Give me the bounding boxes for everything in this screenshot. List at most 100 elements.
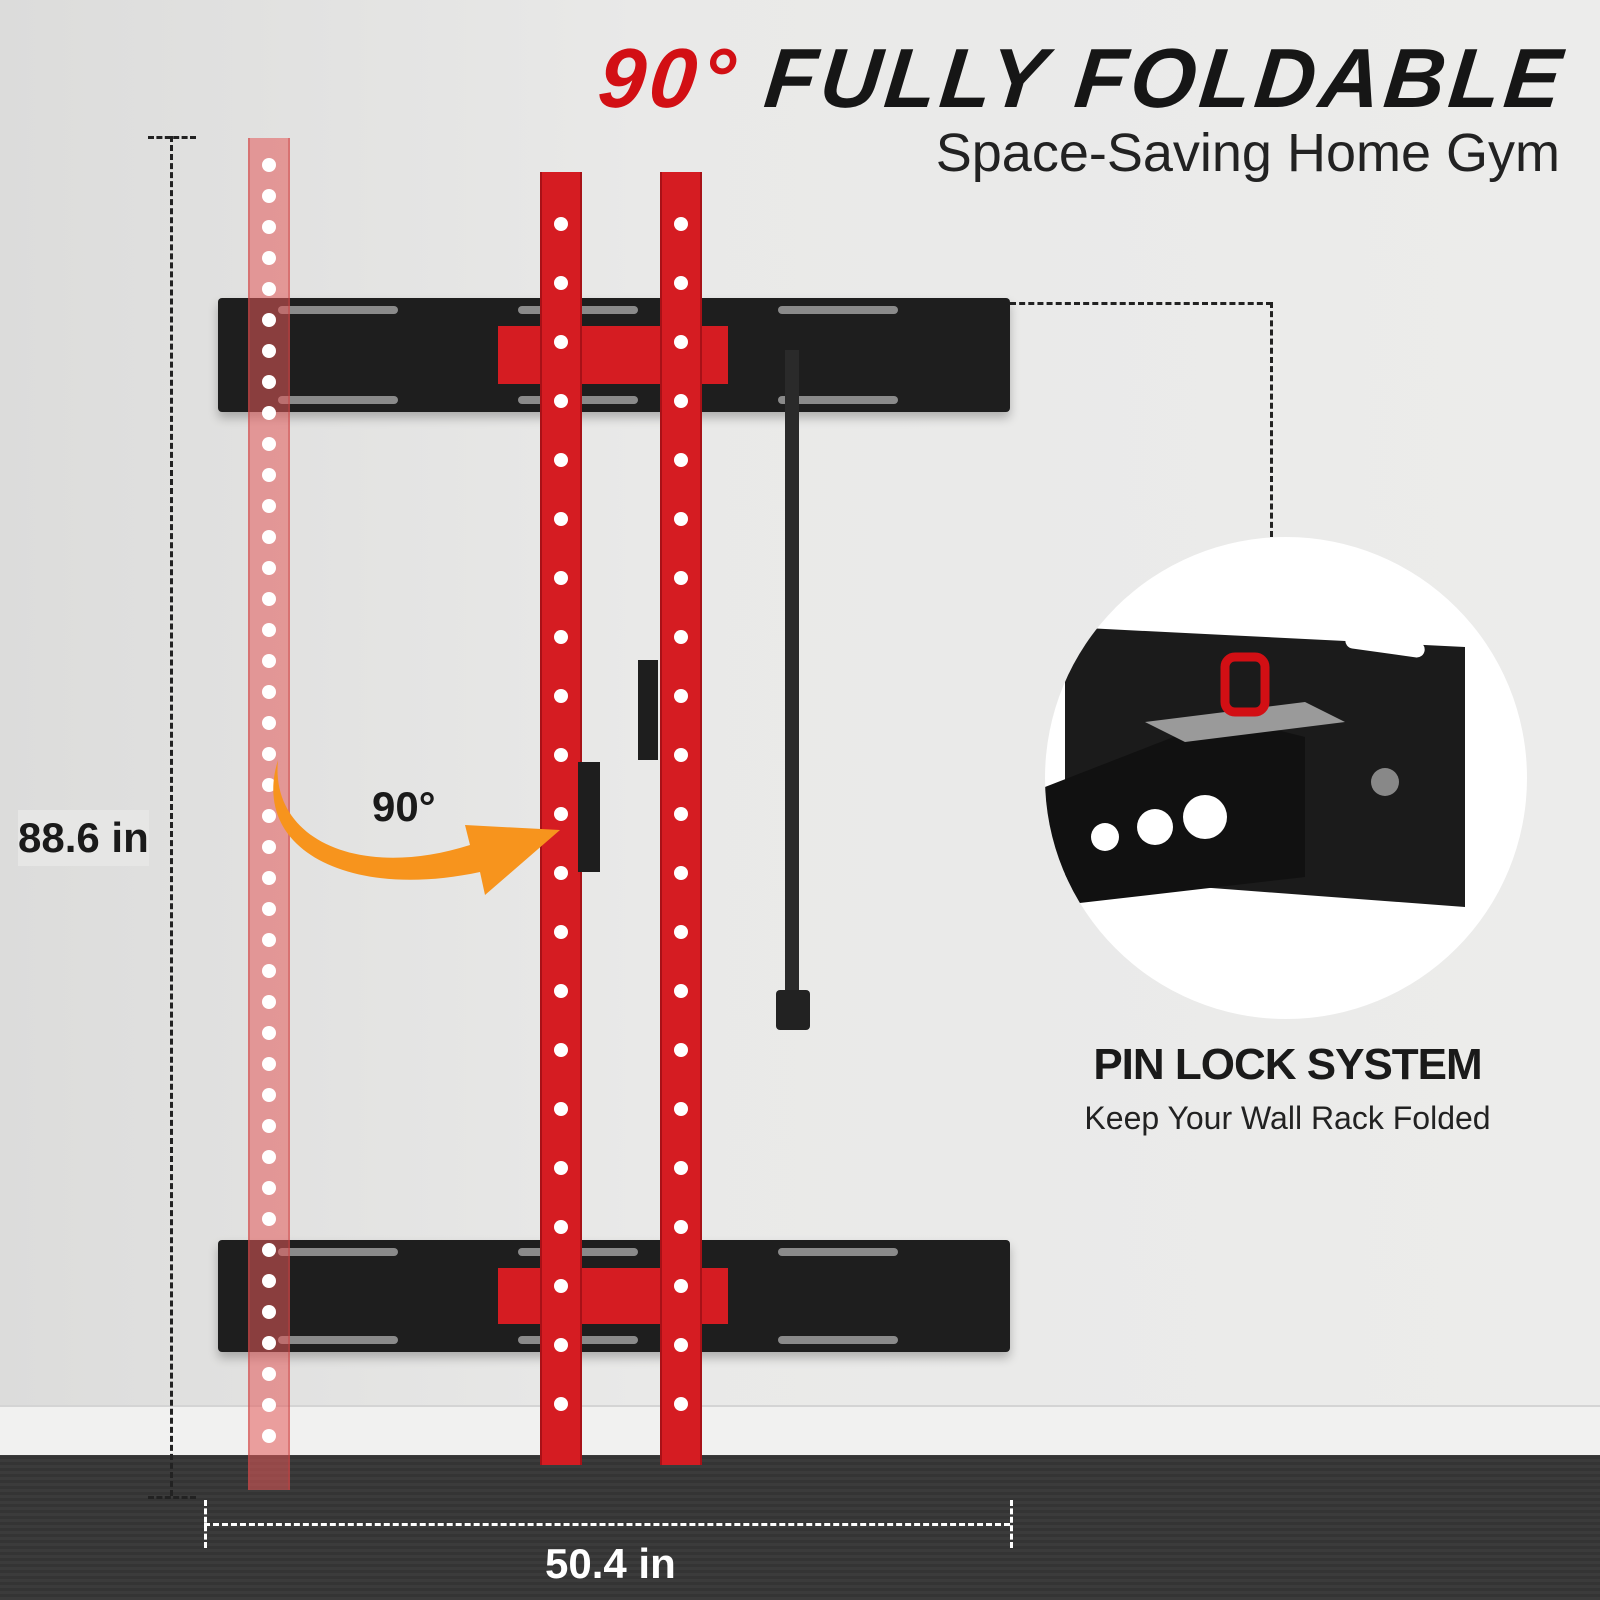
post-hole [674,335,688,349]
post-hole [674,512,688,526]
post-hole [262,933,276,947]
post-hole [554,276,568,290]
post-hole [674,1043,688,1057]
height-dimension-line [170,136,173,1496]
post-hole [262,437,276,451]
post-hole [262,964,276,978]
post-hole [674,1161,688,1175]
post-hole [674,630,688,644]
post-hole [262,1336,276,1350]
post-hole [554,1279,568,1293]
headline: 90° FULLY FOLDABLE [594,30,1570,127]
width-tick-right [1010,1500,1013,1548]
post-hole [262,716,276,730]
post-hole [262,778,276,792]
post-hole [262,344,276,358]
post-hole [262,406,276,420]
height-label: 88.6 in [18,810,149,866]
post-hole [554,925,568,939]
headline-subtitle: Space-Saving Home Gym [935,123,1560,183]
post-hole [262,1150,276,1164]
post-hole [262,530,276,544]
fold-angle-label: 90° [372,783,436,830]
post-hole [262,499,276,513]
post-hole [262,1119,276,1133]
post-hole [262,1026,276,1040]
post-hole [262,1088,276,1102]
post-hole [554,630,568,644]
post-hole [262,282,276,296]
post-hole [262,654,276,668]
post-hole [674,1102,688,1116]
post-hole [262,1057,276,1071]
width-dimension-line [204,1523,1010,1526]
post-hole [554,984,568,998]
post-hole [262,840,276,854]
post-hole [674,984,688,998]
headline-text: FULLY FOLDABLE [760,31,1570,125]
pull-up-bar-end [776,990,810,1030]
post-hole [674,866,688,880]
bottom-wall-bracket [218,1240,1010,1352]
post-hole [262,313,276,327]
post-hole [674,276,688,290]
post-hole [262,1181,276,1195]
pin-lock-detail-image [1045,537,1527,1019]
post-hole [554,571,568,585]
feature-title: PIN LOCK SYSTEM [1093,1040,1482,1089]
post-hole [554,453,568,467]
post-hole [554,748,568,762]
post-hole [554,394,568,408]
baseboard [0,1405,1600,1457]
post-hole [674,1338,688,1352]
post-hole [674,1397,688,1411]
upright-post-back [660,172,702,1465]
post-hole [674,807,688,821]
post-hole [262,623,276,637]
post-hole [674,1279,688,1293]
pull-up-bar [785,350,799,1000]
post-hole [674,453,688,467]
post-hole [554,1338,568,1352]
post-hole [554,689,568,703]
headline-angle: 90° [594,31,744,125]
feature-subtitle: Keep Your Wall Rack Folded [1084,1100,1491,1136]
post-hole [262,902,276,916]
post-hole [674,689,688,703]
post-hole [554,217,568,231]
post-hole [674,394,688,408]
post-hole [262,995,276,1009]
post-hole [262,592,276,606]
post-hole [262,871,276,885]
post-hole [262,251,276,265]
post-hole [262,375,276,389]
post-hole [262,1243,276,1257]
post-hole [262,468,276,482]
post-hole [262,1398,276,1412]
post-hole [554,335,568,349]
j-hook-upper [638,660,658,760]
post-hole [262,1305,276,1319]
post-hole [262,747,276,761]
post-hole [262,1274,276,1288]
post-hole [674,1220,688,1234]
fold-arrow-icon [273,760,560,895]
post-hole [554,807,568,821]
post-hole [262,189,276,203]
post-hole [262,220,276,234]
post-hole [554,1397,568,1411]
post-hole [262,158,276,172]
post-hole [262,1367,276,1381]
j-hook-lower [578,762,600,872]
post-hole [554,512,568,526]
top-wall-bracket [218,298,1010,412]
height-tick-bottom [148,1496,196,1499]
post-hole [262,809,276,823]
post-hole [674,748,688,762]
post-hole [554,1220,568,1234]
post-hole [262,561,276,575]
post-hole [674,571,688,585]
post-hole [554,1043,568,1057]
callout-line-vertical [1270,302,1273,537]
post-hole [262,1429,276,1443]
